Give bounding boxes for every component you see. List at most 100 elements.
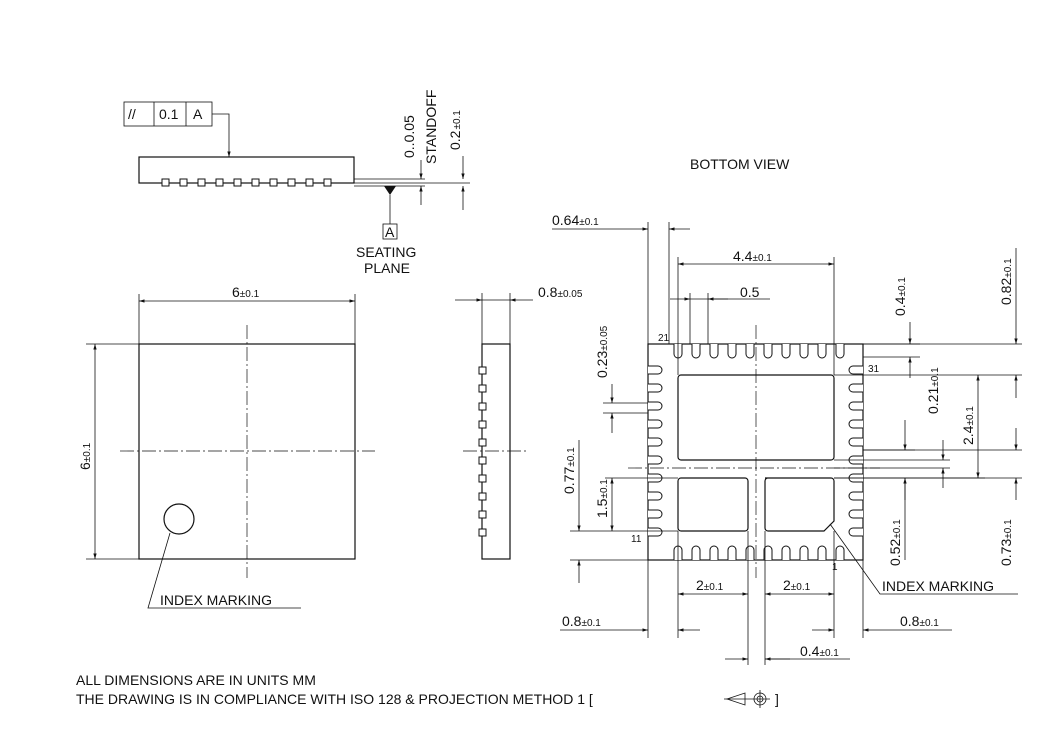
dim-1-5: 1.5±0.1 (594, 479, 610, 518)
pad-top (709, 344, 719, 359)
pin-number-11: 11 (631, 534, 642, 545)
pad-left (648, 455, 663, 465)
side-body (481, 343, 511, 560)
side-pads (478, 366, 487, 537)
side-pad (478, 384, 487, 393)
perimeter-pads (648, 344, 863, 560)
profile-pad (323, 178, 332, 187)
pad-bottom (709, 545, 719, 560)
dim-0-73: 0.73±0.1 (998, 519, 1014, 566)
pad-top (745, 344, 755, 359)
profile-pad (161, 178, 170, 187)
seating-plane-label-2: PLANE (364, 260, 410, 276)
pad-right (848, 437, 863, 447)
bottom-body (647, 343, 864, 561)
dim-2-right: 2±0.1 (783, 577, 811, 593)
standoff-value: 0..0.05 (401, 115, 417, 158)
pad-left (648, 491, 663, 501)
seating-plane-label-1: SEATING (356, 244, 416, 260)
projection-symbol-icon (724, 690, 770, 708)
profile-pad (251, 178, 260, 187)
standoff-label: STANDOFF (423, 90, 439, 164)
pad-bottom (817, 545, 827, 560)
pad-right (848, 527, 863, 537)
profile-pad (305, 178, 314, 187)
pad-right (848, 491, 863, 501)
datum-reference: A (193, 106, 203, 122)
pad-left (648, 365, 663, 375)
index-mark-circle (163, 503, 195, 535)
pad-top (799, 344, 809, 359)
pad-bottom (781, 545, 791, 560)
pad-left (648, 383, 663, 393)
side-pad (478, 456, 487, 465)
pad-left (648, 401, 663, 411)
pad-top (727, 344, 737, 359)
exposed-pad-bottom-left (677, 477, 749, 532)
dim-0-64: 0.64±0.1 (552, 212, 599, 228)
side-view: 0.8±0.05 (455, 284, 583, 560)
thickness-dimension: 0.8±0.05 (538, 284, 583, 300)
pad-bottom (745, 545, 755, 560)
bottom-view-title: BOTTOM VIEW (690, 156, 790, 172)
profile-pad (269, 178, 278, 187)
dim-2-4: 2.4±0.1 (960, 406, 976, 445)
side-pad (478, 474, 487, 483)
package-side-body (138, 156, 355, 184)
side-pad (478, 402, 487, 411)
dim-0-4-bottom: 0.4±0.1 (800, 643, 839, 659)
profile-pad (287, 178, 296, 187)
dim-0-82: 0.82±0.1 (998, 258, 1014, 305)
pad-bottom (691, 545, 701, 560)
pad-left (648, 437, 663, 447)
pad-top (691, 344, 701, 359)
height-dimension: 0.2±0.1 (447, 110, 463, 150)
front-view: INDEX MARKING 6±0.1 6±0.1 (77, 284, 375, 609)
front-width-dimension: 6±0.1 (232, 284, 260, 300)
dim-0-8-right: 0.8±0.1 (900, 613, 939, 629)
dim-0-8-left: 0.8±0.1 (562, 613, 601, 629)
pad-left (648, 419, 663, 429)
parallelism-symbol: // (128, 106, 136, 122)
pad-right (848, 383, 863, 393)
pin-number-1: 1 (832, 562, 838, 573)
pad-bottom (835, 545, 845, 560)
pad-right (848, 365, 863, 375)
dim-0-21: 0.21±0.1 (925, 367, 941, 414)
pad-top (763, 344, 773, 359)
pad-right (848, 401, 863, 411)
dim-2-left: 2±0.1 (696, 577, 724, 593)
datum-triangle (384, 186, 396, 195)
dim-0-52: 0.52±0.1 (887, 519, 903, 566)
pad-left (648, 509, 663, 519)
dim-4-4: 4.4±0.1 (733, 248, 772, 264)
note-units: ALL DIMENSIONS ARE IN UNITS MM (76, 672, 316, 688)
datum-letter: A (385, 224, 395, 240)
side-pad (478, 528, 487, 537)
parallelism-value: 0.1 (159, 106, 179, 122)
side-pad (478, 438, 487, 447)
pad-bottom (727, 545, 737, 560)
note-iso: THE DRAWING IS IN COMPLIANCE WITH ISO 12… (76, 691, 593, 707)
bottom-view: BOTTOM VIEW 21 31 11 1 INDEX MARKING 0.6… (552, 156, 1022, 665)
dim-pitch: 0.5 (740, 284, 760, 300)
dim-0-4-top: 0.4±0.1 (892, 277, 908, 316)
dim-0-23: 0.23±0.05 (594, 325, 610, 378)
profile-pad (233, 178, 242, 187)
pad-right (848, 419, 863, 429)
front-height-dimension: 6±0.1 (77, 442, 93, 470)
notes: ALL DIMENSIONS ARE IN UNITS MM THE DRAWI… (76, 672, 779, 708)
pad-bottom (763, 545, 773, 560)
side-pad (478, 510, 487, 519)
pin-number-31: 31 (868, 364, 880, 375)
dim-0-77: 0.77±0.1 (561, 447, 577, 494)
bottom-index-label: INDEX MARKING (882, 578, 994, 594)
pad-left (648, 527, 663, 537)
pad-right (848, 509, 863, 519)
profile-pad (197, 178, 206, 187)
pin-number-21: 21 (658, 333, 670, 344)
profile-pads (161, 178, 332, 187)
pad-top (781, 344, 791, 359)
note-iso-suffix: ] (775, 691, 779, 707)
